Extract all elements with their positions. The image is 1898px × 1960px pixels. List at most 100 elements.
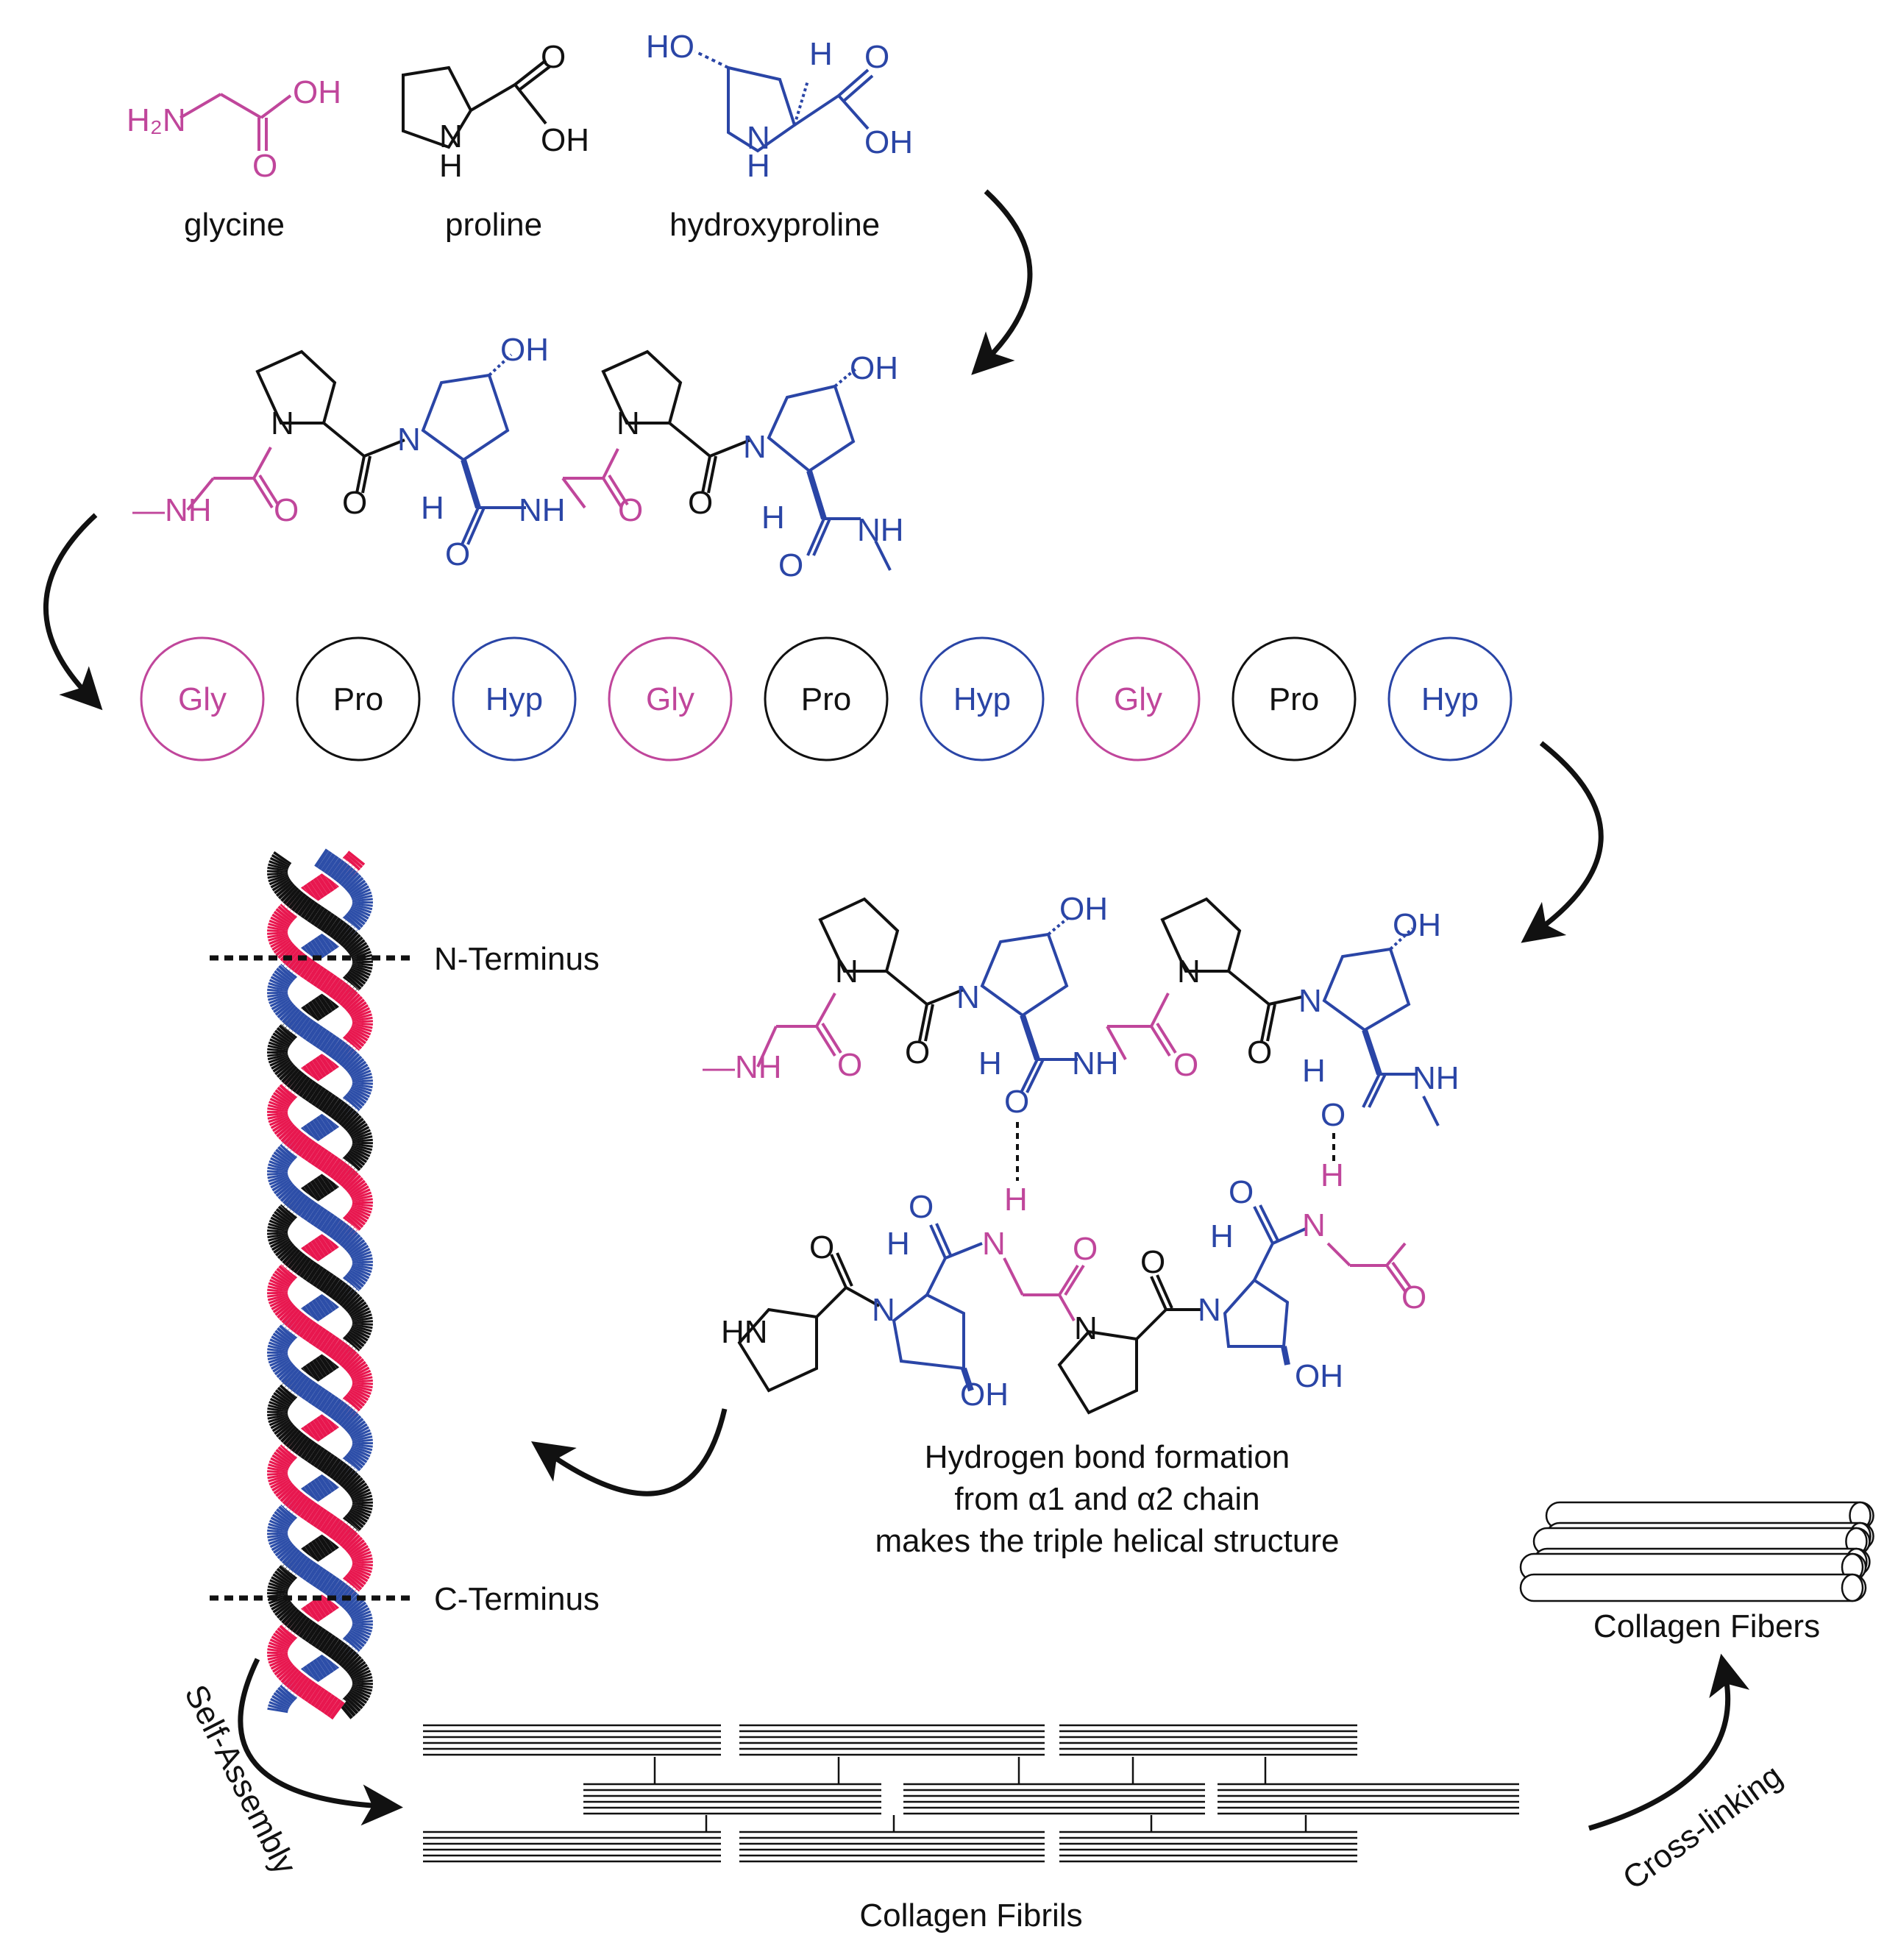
helix-strand-red xyxy=(277,1296,278,1299)
helix-strand-black xyxy=(352,941,354,943)
helix-strand-red xyxy=(310,1151,313,1153)
helix-strand-blue xyxy=(359,890,360,892)
helix-strand-black xyxy=(315,1274,318,1277)
helix-strand-black xyxy=(321,1365,324,1367)
helix-strand-black xyxy=(279,1402,280,1405)
helix-strand-blue xyxy=(353,1100,355,1102)
hbond-top-o-5: O xyxy=(1247,1034,1272,1070)
helix-strand-black xyxy=(277,1597,278,1599)
helix-strand-red xyxy=(361,1027,362,1029)
helix-strand-blue xyxy=(327,1583,330,1586)
helix-strand-red xyxy=(338,1530,341,1533)
helix-strand-red xyxy=(362,1197,363,1199)
helix-strand-black xyxy=(285,1393,287,1396)
helix-strand-red xyxy=(355,1546,357,1548)
helix-strand-black xyxy=(318,1367,321,1369)
helix-strand-blue xyxy=(361,1616,362,1619)
residue-gly-7: Gly xyxy=(1077,638,1199,760)
helix-strand-red xyxy=(361,1389,362,1391)
helix-strand-red xyxy=(304,1146,307,1148)
helix-strand-blue xyxy=(319,1667,321,1669)
helix-strand-blue xyxy=(327,862,330,864)
helix-strand-blue xyxy=(361,1076,362,1078)
helix-strand-black xyxy=(314,1634,317,1636)
residue-label: Gly xyxy=(178,681,227,717)
peptide-n-3: N xyxy=(616,405,640,441)
helix-strand-red xyxy=(356,1186,358,1188)
helix-strand-red xyxy=(302,1325,305,1327)
helix-strand-blue xyxy=(352,1062,355,1065)
helix-strand-blue xyxy=(278,1707,279,1709)
fibril-bundle xyxy=(423,1725,721,1755)
helix-strand-red xyxy=(324,1341,327,1343)
helix-strand-blue xyxy=(327,1043,330,1045)
peptide-oh-2: OH xyxy=(850,350,898,386)
helix-strand-black xyxy=(351,1301,353,1303)
helix-strand-red xyxy=(278,926,279,928)
helix-strand-red xyxy=(355,1005,357,1007)
hbond-bottom-n-3: N xyxy=(1074,1310,1098,1346)
helix-strand-blue xyxy=(319,1217,322,1219)
helix-strand-red xyxy=(301,1144,304,1146)
hbond-top-o-4: O xyxy=(1173,1047,1198,1083)
hbond-top-h-2: H xyxy=(1302,1053,1326,1089)
helix-strand-blue xyxy=(329,1224,332,1226)
helix-strand-blue xyxy=(278,996,279,998)
peptide-nh-end: NH xyxy=(857,512,904,548)
helix-strand-black xyxy=(316,1188,319,1190)
helix-strand-red xyxy=(360,1032,361,1034)
peptide-o-4: O xyxy=(618,492,643,528)
helix-strand-red xyxy=(360,1193,361,1195)
helix-strand-blue xyxy=(353,1641,355,1643)
helix-strand-black xyxy=(349,939,352,941)
helix-strand-black xyxy=(336,1109,339,1111)
helix-strand-blue xyxy=(277,1356,278,1358)
helix-strand-blue xyxy=(288,1374,291,1376)
helix-strand-blue xyxy=(278,1166,279,1168)
helix-strand-black xyxy=(357,1307,358,1310)
helix-strand-blue xyxy=(287,1691,289,1694)
helix-strand-red xyxy=(354,1184,356,1186)
helix-strand-red xyxy=(285,912,288,915)
helix-strand-black xyxy=(354,1484,356,1486)
helix-strand-red xyxy=(344,1535,346,1537)
helix-strand-red xyxy=(361,1208,362,1210)
helix-strand-black xyxy=(359,1131,360,1133)
helix-strand-black xyxy=(316,915,319,917)
helix-strand-red xyxy=(316,974,319,976)
helix-strand-red xyxy=(358,1215,359,1217)
glycine-o-label: O xyxy=(252,148,277,184)
helix-strand-black xyxy=(280,859,282,862)
helix-strand-red xyxy=(349,1179,352,1182)
helix-strand-blue xyxy=(300,1204,303,1206)
helix-strand-black xyxy=(333,1647,336,1650)
helix-strand-blue xyxy=(359,1431,360,1433)
proline-structure: N H O OH xyxy=(403,39,589,184)
helix-strand-black xyxy=(295,899,298,901)
helix-strand-blue xyxy=(280,1363,281,1365)
helix-strand-black xyxy=(310,1193,313,1195)
helix-strand-red xyxy=(330,1705,333,1707)
helix-strand-red xyxy=(291,1316,293,1318)
helix-strand-black xyxy=(278,864,279,866)
helix-strand-red xyxy=(299,1504,302,1506)
helix-strand-blue xyxy=(358,888,359,890)
hbond-top-nh-1: NH xyxy=(1072,1045,1119,1082)
helix-strand-red xyxy=(355,1579,356,1581)
hbond-caption-line-2: from α1 and α2 chain xyxy=(954,1481,1259,1517)
arrow-to-sequence xyxy=(46,515,96,695)
helix-strand-blue xyxy=(307,1389,310,1391)
helix-strand-red xyxy=(299,963,302,965)
helix-strand-blue xyxy=(296,1561,299,1563)
helix-strand-red xyxy=(286,1272,288,1274)
helix-strand-black xyxy=(333,1107,336,1109)
helix-strand-black xyxy=(357,1336,358,1338)
helix-strand-blue xyxy=(322,1219,325,1221)
helix-strand-red xyxy=(285,1634,287,1636)
helix-strand-blue xyxy=(287,1151,289,1153)
helix-strand-black xyxy=(297,1442,300,1444)
hbond-bottom-h-1: H xyxy=(886,1226,910,1262)
helix-strand-blue xyxy=(291,1557,294,1559)
helix-strand-red xyxy=(298,1683,301,1685)
helix-strand-black xyxy=(280,1040,281,1043)
